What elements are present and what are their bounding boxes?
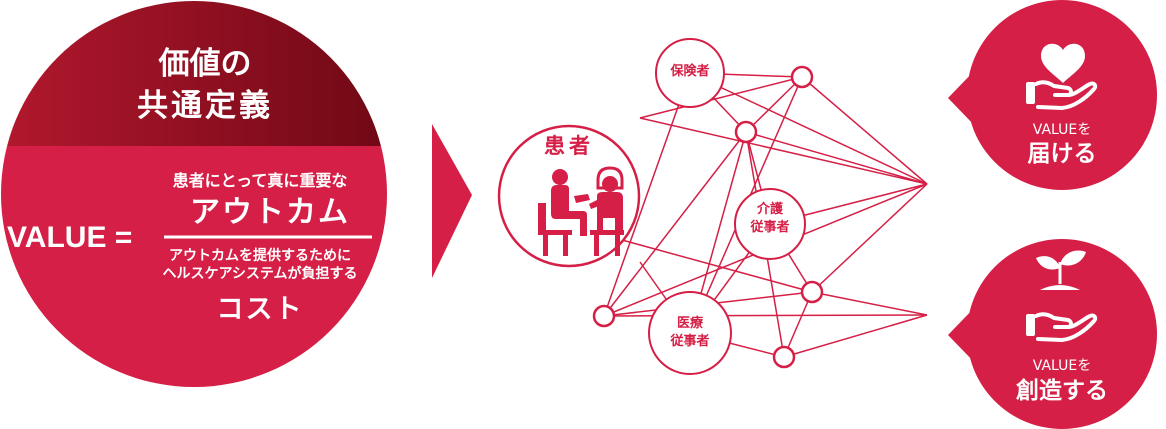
care-worker-node — [734, 188, 806, 260]
network-node — [592, 304, 616, 328]
insurer-node — [655, 38, 725, 108]
network-node — [800, 280, 824, 304]
deliver-value-small: VALUEを — [1032, 122, 1092, 138]
definition-title-line2: 共通定義 — [137, 88, 273, 124]
network-node — [772, 345, 796, 369]
create-value-bubble — [948, 239, 1157, 429]
definition-title-line1: 価値の — [158, 46, 252, 82]
numerator-outcome: アウトカム — [190, 195, 350, 230]
insurer-label: 保険者 — [670, 64, 710, 79]
create-value-small: VALUEを — [1032, 358, 1092, 374]
deliver-value-bubble — [948, 0, 1157, 190]
denominator-cost: コスト — [216, 294, 304, 325]
hand-heart-icon — [1026, 43, 1098, 110]
value-label: VALUE = — [7, 221, 133, 254]
deliver-value-large: 届ける — [1027, 141, 1097, 167]
medical-worker-label-line2: 従事者 — [670, 334, 710, 349]
medical-worker-node — [648, 291, 732, 375]
hand-sprout-icon — [1026, 250, 1098, 342]
create-value-large: 創造する — [1016, 378, 1108, 404]
patient-consultation-icon — [538, 166, 624, 256]
care-worker-label-line1: 介護 — [756, 202, 783, 217]
patient-label: 患者 — [544, 134, 594, 158]
care-worker-label-line2: 従事者 — [750, 220, 790, 235]
medical-worker-label-line1: 医療 — [676, 316, 703, 331]
denominator-description-line1: アウトカムを提供するために — [169, 248, 351, 264]
network-node — [790, 65, 814, 89]
numerator-description: 患者にとって真に重要な — [172, 171, 348, 190]
network-node — [734, 120, 758, 144]
flow-arrow — [432, 124, 472, 278]
denominator-description-line2: ヘルスケアシステムが負担する — [162, 266, 358, 282]
